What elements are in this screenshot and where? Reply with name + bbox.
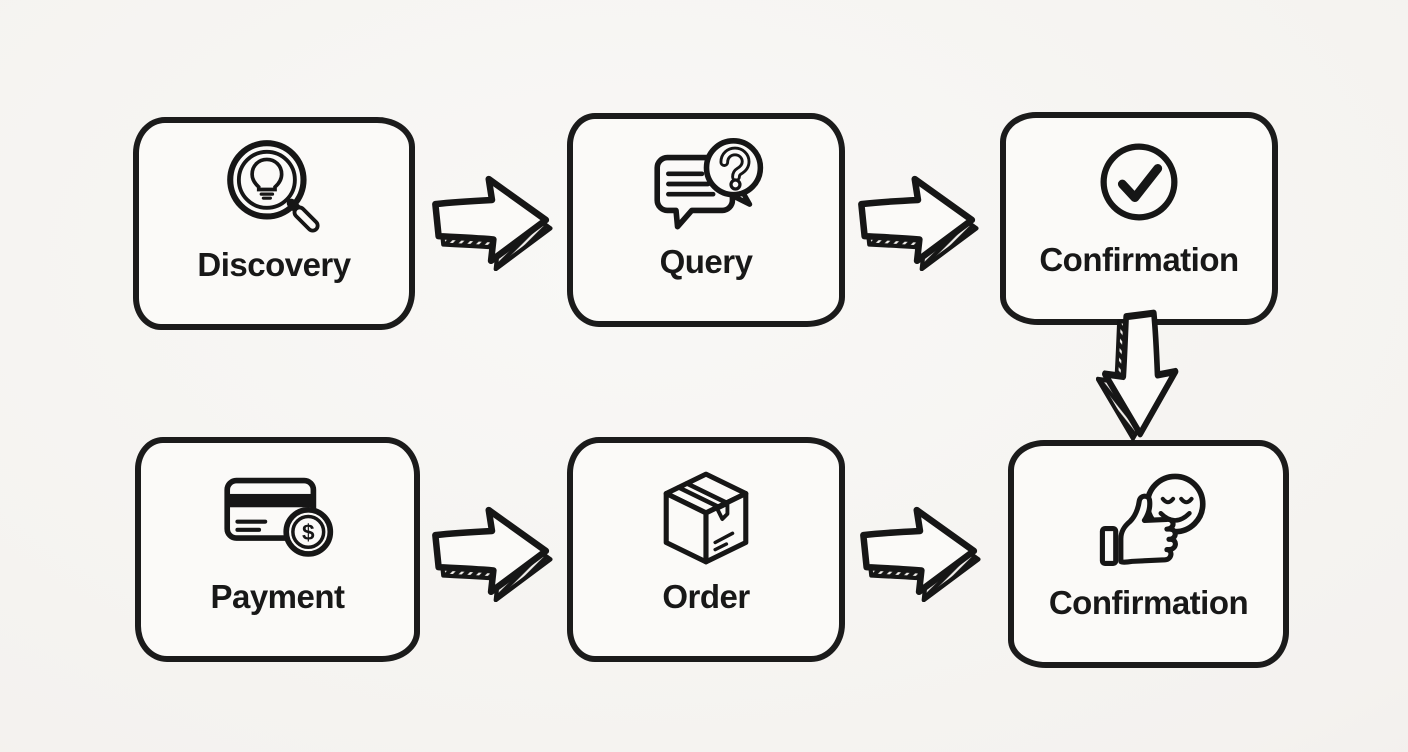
package-box-icon xyxy=(573,467,839,569)
node-label-payment: Payment xyxy=(210,578,345,615)
arrow-query-to-confirmation xyxy=(853,167,983,271)
node-label-confirmation-top: Confirmation xyxy=(1039,241,1239,278)
svg-text:$: $ xyxy=(301,520,314,545)
thumbs-up-smiley-icon xyxy=(1014,470,1283,578)
node-discovery: Discovery xyxy=(133,117,415,330)
node-confirmation-bottom: Confirmation xyxy=(1008,440,1289,668)
node-label-query: Query xyxy=(659,243,753,280)
arrow-confirmation-to-confirmation xyxy=(1096,304,1186,446)
arrow-order-to-confirmation xyxy=(855,498,985,602)
arrow-discovery-to-query xyxy=(427,167,557,271)
magnifier-lightbulb-icon xyxy=(139,135,409,243)
credit-card-dollar-icon: $ xyxy=(141,467,414,565)
check-circle-icon xyxy=(1006,130,1272,234)
node-payment: $ Payment xyxy=(135,437,420,662)
chat-question-icon xyxy=(573,131,839,237)
node-label-confirmation-bottom: Confirmation xyxy=(1048,584,1249,621)
node-confirmation-top: Confirmation xyxy=(1000,112,1278,325)
node-order: Order xyxy=(567,437,845,662)
node-label-discovery: Discovery xyxy=(197,246,351,283)
node-query: Query xyxy=(567,113,845,327)
arrow-payment-to-order xyxy=(427,498,557,602)
node-label-order: Order xyxy=(662,578,750,615)
